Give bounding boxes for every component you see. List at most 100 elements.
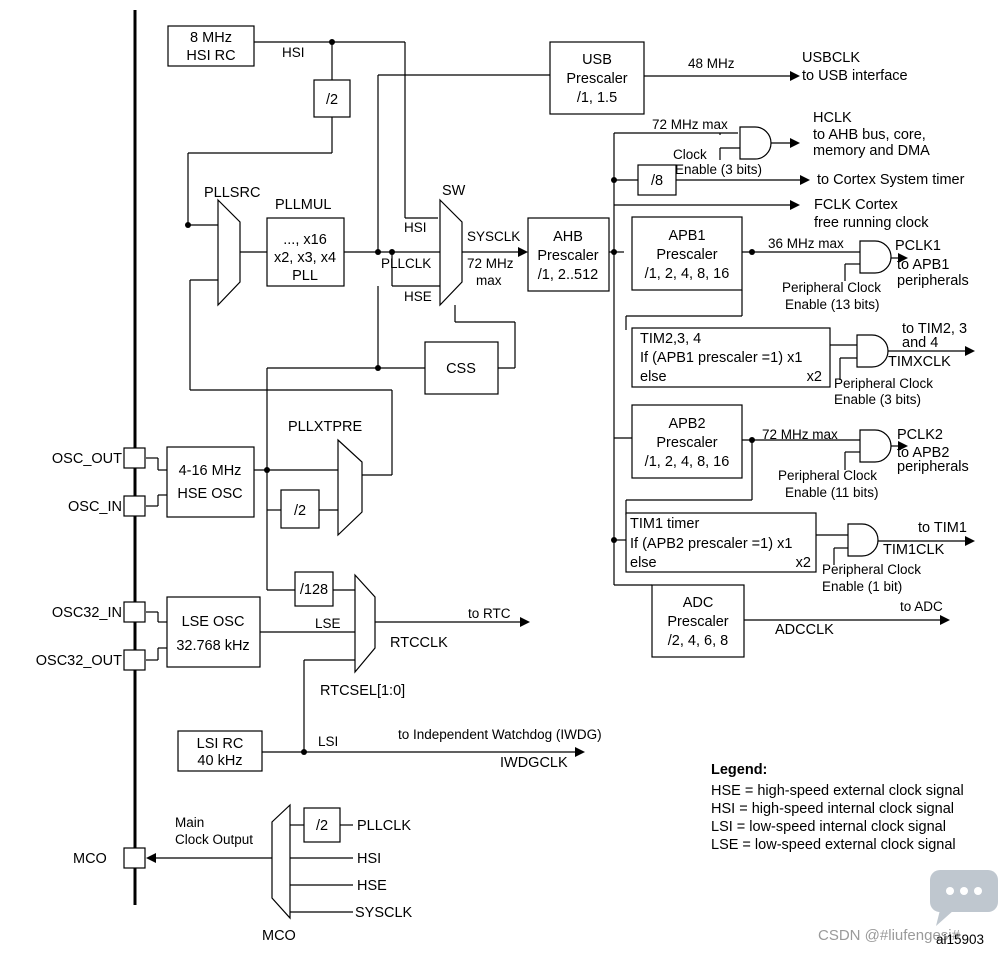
apb2-prescaler-block: APB2 Prescaler /1, 2, 4, 8, 16 xyxy=(631,404,743,479)
osc32-in-pin xyxy=(123,601,146,623)
legend-item: LSI = low-speed internal clock signal xyxy=(711,819,946,835)
pllxtpre-mux xyxy=(337,438,363,537)
ahb-prescaler-block: AHB Prescaler /1, 2..512 xyxy=(527,217,610,292)
watermark: CSDN @#liufengesi# ai15903 xyxy=(818,870,998,947)
svg-text:x2: x2 xyxy=(796,555,811,571)
timxclk-and-gate xyxy=(856,334,889,368)
pins xyxy=(123,447,146,869)
svg-text:PLLSRC: PLLSRC xyxy=(204,185,260,201)
svg-text:..., x16: ..., x16 xyxy=(283,232,327,248)
svg-text:/1, 1.5: /1, 1.5 xyxy=(577,90,617,106)
svg-text:PCLK1: PCLK1 xyxy=(895,238,941,254)
usb-prescaler-block: USB Prescaler /1, 1.5 xyxy=(549,41,645,115)
svg-text:PCLK2: PCLK2 xyxy=(897,427,943,443)
svg-text:TIM2,3, 4: TIM2,3, 4 xyxy=(640,331,701,347)
svg-text:32.768 kHz: 32.768 kHz xyxy=(176,638,249,654)
svg-text:LSE: LSE xyxy=(315,616,341,631)
svg-text:/1, 2, 4, 8, 16: /1, 2, 4, 8, 16 xyxy=(645,266,730,282)
hse-div2-block: /2 xyxy=(280,489,320,529)
div8-block: /8 xyxy=(637,164,677,196)
svg-text:48 MHz: 48 MHz xyxy=(688,56,735,71)
svg-text:/2: /2 xyxy=(316,818,328,834)
hsi-rc-block: 8 MHz HSI RC xyxy=(167,25,255,67)
legend-item: LSE = low-speed external clock signal xyxy=(711,837,956,853)
svg-text:8 MHz: 8 MHz xyxy=(190,30,232,46)
mco-div2-block: /2 xyxy=(303,807,341,843)
svg-text:to APB1: to APB1 xyxy=(897,257,949,273)
legend-item: HSE = high-speed external clock signal xyxy=(711,783,964,799)
svg-text:else: else xyxy=(640,369,667,385)
svg-text:If (APB2 prescaler =1) x1: If (APB2 prescaler =1) x1 xyxy=(630,536,792,552)
svg-text:HCLK: HCLK xyxy=(813,110,852,126)
signal-labels: HSI 48 MHz USBCLK to USB interface 72 MH… xyxy=(36,45,969,944)
svg-text:Prescaler: Prescaler xyxy=(667,614,728,630)
svg-text:72 MHz: 72 MHz xyxy=(467,256,514,271)
wires xyxy=(133,10,965,913)
svg-text:72 MHz max: 72 MHz max xyxy=(652,117,728,132)
svg-text:USBCLK: USBCLK xyxy=(802,50,860,66)
svg-text:/2: /2 xyxy=(294,503,306,519)
svg-text:Main: Main xyxy=(175,815,204,830)
svg-text:peripherals: peripherals xyxy=(897,273,969,289)
svg-text:RTCCLK: RTCCLK xyxy=(390,635,448,651)
svg-text:max: max xyxy=(476,273,502,288)
svg-text:/2: /2 xyxy=(326,92,338,108)
osc32-out-pin xyxy=(123,649,146,671)
svg-text:else: else xyxy=(630,555,657,571)
svg-text:APB1: APB1 xyxy=(668,228,705,244)
svg-text:/1, 2, 4, 8, 16: /1, 2, 4, 8, 16 xyxy=(645,454,730,470)
svg-text:to AHB bus, core,: to AHB bus, core, xyxy=(813,127,926,143)
pllsrc-mux xyxy=(217,198,241,307)
svg-text:memory and DMA: memory and DMA xyxy=(813,143,930,159)
svg-text:PLL: PLL xyxy=(292,268,318,284)
svg-text:/2, 4, 6, 8: /2, 4, 6, 8 xyxy=(668,633,728,649)
multiplexers xyxy=(217,198,463,920)
svg-text:HSE OSC: HSE OSC xyxy=(177,486,242,502)
svg-text:ADCCLK: ADCCLK xyxy=(775,622,834,638)
svg-text:/1, 2..512: /1, 2..512 xyxy=(538,267,598,283)
svg-text:USB: USB xyxy=(582,52,612,68)
svg-text:PLLXTPRE: PLLXTPRE xyxy=(288,419,362,435)
svg-text:40 kHz: 40 kHz xyxy=(197,753,242,769)
svg-text:4-16 MHz: 4-16 MHz xyxy=(179,463,242,479)
svg-text:Prescaler: Prescaler xyxy=(537,248,598,264)
osc-in-pin xyxy=(123,495,146,517)
svg-text:72 MHz max: 72 MHz max xyxy=(762,427,838,442)
svg-text:x2: x2 xyxy=(807,369,822,385)
svg-text:ADC: ADC xyxy=(683,595,714,611)
figure-code: ai15903 xyxy=(936,932,984,947)
svg-text:Clock Output: Clock Output xyxy=(175,832,253,847)
svg-text:peripherals: peripherals xyxy=(897,459,969,475)
svg-text:PLLMUL: PLLMUL xyxy=(275,197,331,213)
svg-text:Enable (11 bits): Enable (11 bits) xyxy=(785,485,879,500)
hse-osc-block: 4-16 MHz HSE OSC xyxy=(166,446,255,518)
lse-osc-block: LSE OSC 32.768 kHz xyxy=(166,596,261,668)
css-block: CSS xyxy=(424,341,499,395)
svg-text:AHB: AHB xyxy=(553,229,583,245)
svg-text:HSE: HSE xyxy=(404,289,432,304)
apb1-prescaler-block: APB1 Prescaler /1, 2, 4, 8, 16 xyxy=(631,216,743,291)
tim1-multiplier-block: TIM1 timer If (APB2 prescaler =1) x1 els… xyxy=(625,512,817,573)
svg-text:SYSCLK: SYSCLK xyxy=(355,905,413,921)
svg-text:PLLCLK: PLLCLK xyxy=(381,256,431,271)
svg-text:Peripheral Clock: Peripheral Clock xyxy=(822,562,921,577)
svg-text:CSS: CSS xyxy=(446,361,476,377)
svg-text:LSI RC: LSI RC xyxy=(197,736,244,752)
chat-bubble-icon xyxy=(930,870,998,926)
svg-text:TIM1CLK: TIM1CLK xyxy=(883,542,945,558)
svg-text:x2, x3, x4: x2, x3, x4 xyxy=(274,250,336,266)
pclk1-and-gate xyxy=(859,240,892,274)
svg-text:Enable (1 bit): Enable (1 bit) xyxy=(822,579,902,594)
svg-text:HSI: HSI xyxy=(357,851,381,867)
svg-text:OSC32_IN: OSC32_IN xyxy=(52,605,122,621)
svg-text:to TIM2, 3: to TIM2, 3 xyxy=(902,321,967,337)
svg-text:/8: /8 xyxy=(651,173,663,189)
svg-text:If (APB1 prescaler =1) x1: If (APB1 prescaler =1) x1 xyxy=(640,350,802,366)
pll-block: ..., x16 x2, x3, x4 PLL xyxy=(266,217,345,287)
mco-mux xyxy=(271,803,291,920)
pclk2-and-gate xyxy=(859,429,892,463)
svg-text:OSC_OUT: OSC_OUT xyxy=(52,451,122,467)
svg-text:Prescaler: Prescaler xyxy=(656,435,717,451)
svg-text:to APB2: to APB2 xyxy=(897,445,949,461)
